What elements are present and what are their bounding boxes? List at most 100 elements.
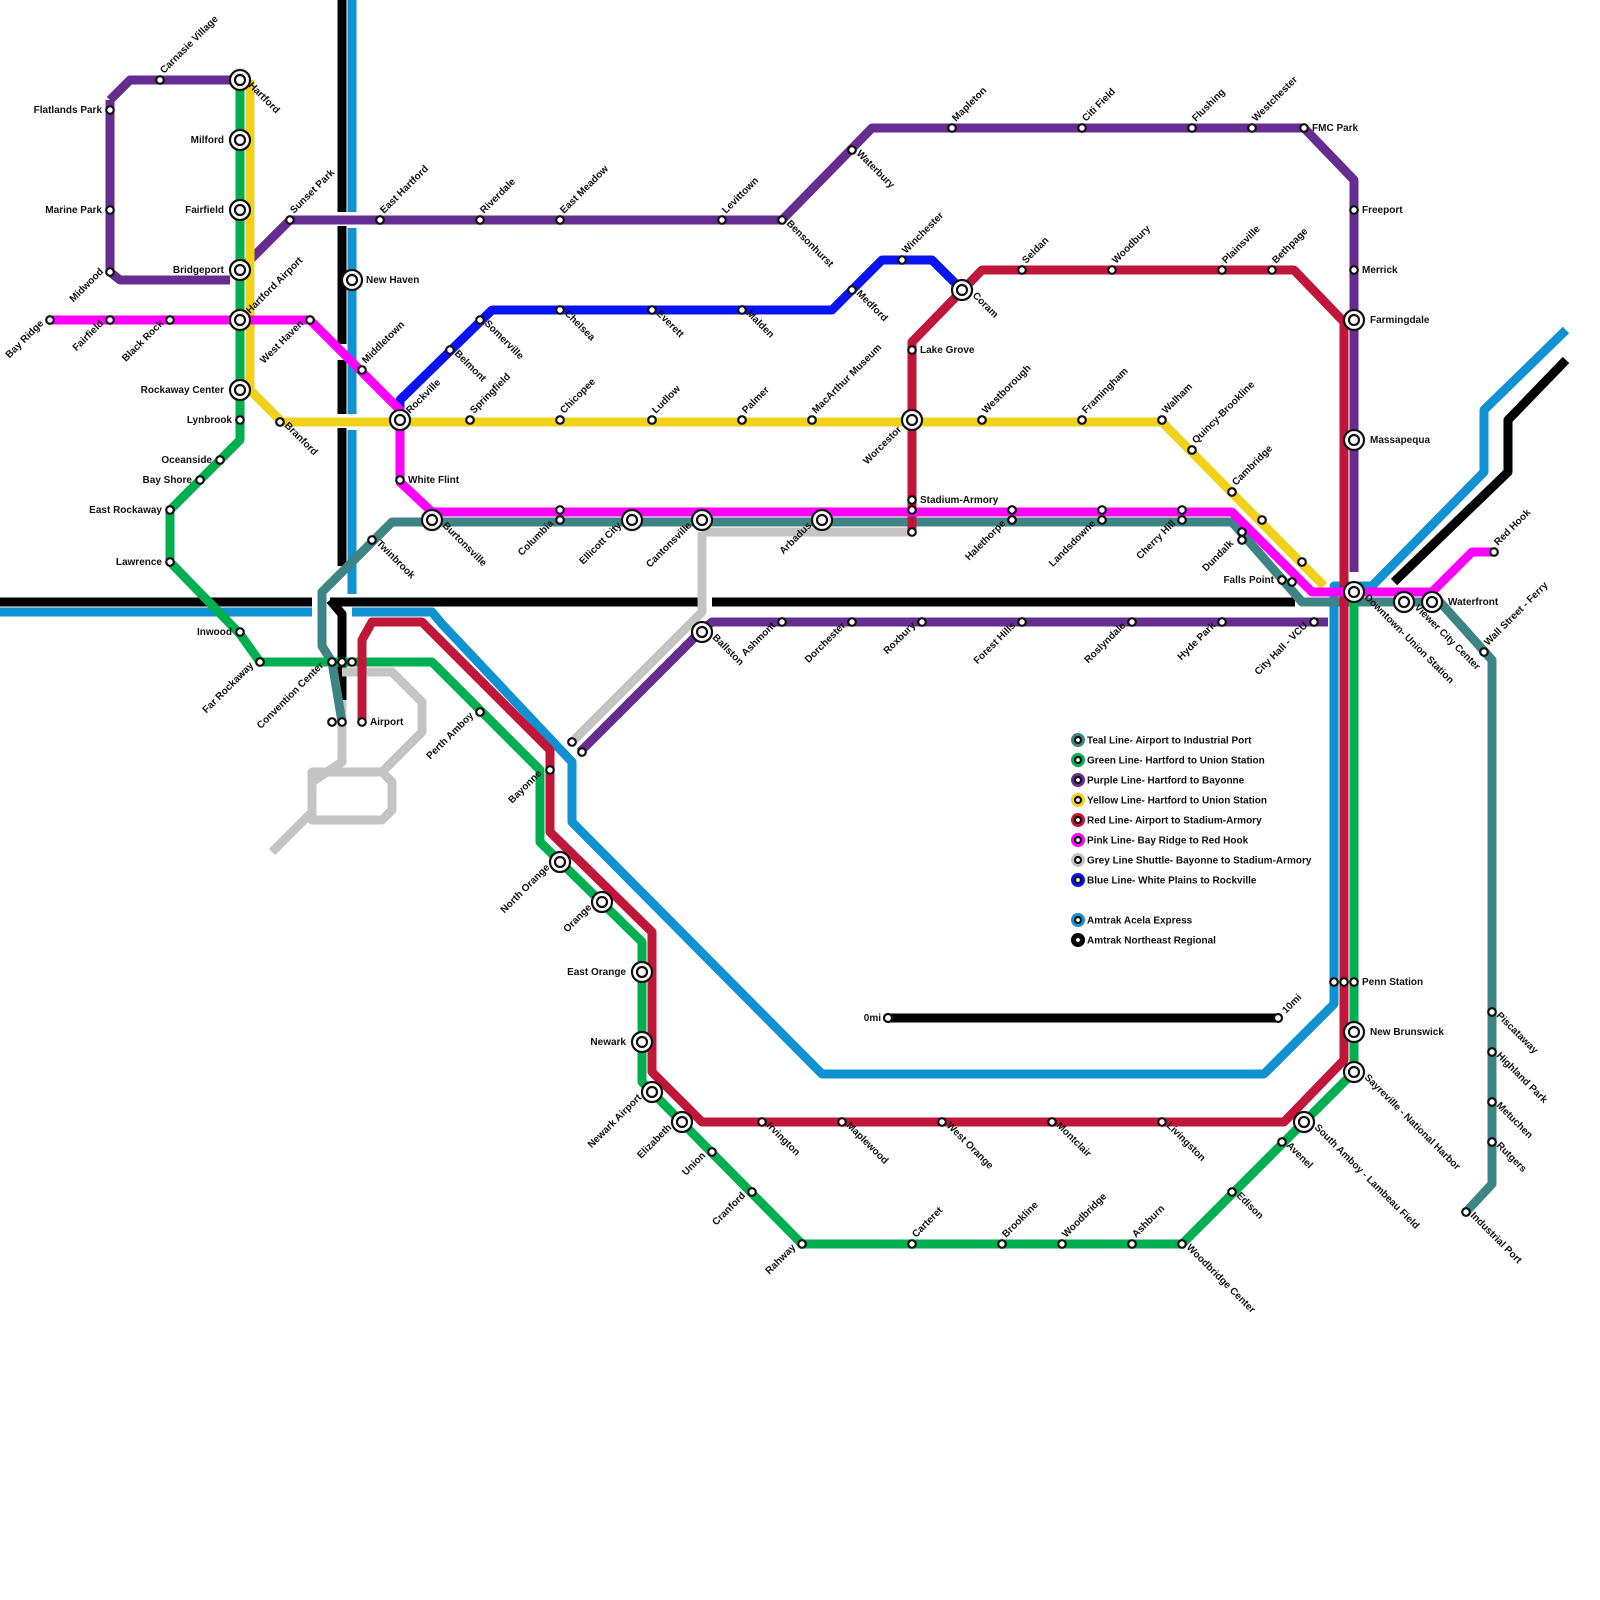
interchange-marker-center xyxy=(1349,587,1359,597)
station-label: Metuchen xyxy=(1494,1100,1535,1141)
grey-line-main xyxy=(572,532,702,742)
legend-label: Amtrak Acela Express xyxy=(1087,916,1193,927)
station-marker xyxy=(1178,516,1186,524)
station-marker xyxy=(166,506,174,514)
station-marker xyxy=(1488,1008,1496,1016)
station-marker xyxy=(276,418,284,426)
station-label: Woodbridge Center xyxy=(1184,1242,1257,1315)
station-marker xyxy=(908,496,916,504)
legend-swatch-center xyxy=(1075,837,1081,843)
station-marker xyxy=(1018,266,1026,274)
legend-swatch-center xyxy=(1075,917,1081,923)
station-marker xyxy=(1278,1138,1286,1146)
interchange-marker-center xyxy=(347,275,357,285)
station-label: Cranford xyxy=(710,1190,748,1228)
station-marker xyxy=(348,658,356,666)
station-marker xyxy=(166,558,174,566)
station-label: Belmont xyxy=(452,348,489,385)
station-label: Levittown xyxy=(720,175,761,216)
interchange-marker-center xyxy=(235,265,245,275)
station-marker xyxy=(1488,1098,1496,1106)
station-marker xyxy=(578,748,586,756)
station-marker xyxy=(1310,618,1318,626)
station-label: Plainsville xyxy=(1220,223,1263,266)
station-marker xyxy=(1258,516,1266,524)
station-label: East Orange xyxy=(567,967,626,978)
legend-label: Purple Line- Hartford to Bayonne xyxy=(1087,776,1245,787)
station-label: Westchester xyxy=(1250,74,1300,124)
station-marker xyxy=(738,416,746,424)
station-label: Newark Airport xyxy=(586,1092,645,1151)
station-marker xyxy=(1078,416,1086,424)
station-marker xyxy=(306,316,314,324)
station-marker xyxy=(546,766,554,774)
legend: Teal Line- Airport to Industrial PortGre… xyxy=(1071,733,1312,947)
station-label: Inwood xyxy=(197,627,232,638)
station-marker xyxy=(358,366,366,374)
station-marker xyxy=(338,658,346,666)
station-label: Wall Street - Ferry xyxy=(1482,580,1550,648)
station-marker xyxy=(236,416,244,424)
station-marker xyxy=(838,1118,846,1126)
station-marker xyxy=(738,306,746,314)
station-marker xyxy=(556,216,564,224)
station-marker xyxy=(556,416,564,424)
scale-bar: 0mi 10mi xyxy=(864,992,1305,1024)
interchange-marker-center xyxy=(555,857,565,867)
station-marker xyxy=(908,1240,916,1248)
station-label: Woodbury xyxy=(1110,223,1153,266)
station-marker xyxy=(1300,124,1308,132)
station-label: Bethpage xyxy=(1270,226,1310,266)
interchange-marker-center xyxy=(1427,597,1437,607)
station-marker xyxy=(1048,1118,1056,1126)
station-label: Brookline xyxy=(1000,1199,1041,1240)
station-marker xyxy=(236,628,244,636)
station-label: Industrial Port xyxy=(1468,1210,1524,1266)
station-marker xyxy=(476,216,484,224)
station-marker xyxy=(648,416,656,424)
station-label: Sunset Park xyxy=(288,167,337,216)
station-marker xyxy=(708,1148,716,1156)
station-label: Far Rockaway xyxy=(201,660,257,716)
station-label: Perth Amboy xyxy=(425,710,477,762)
station-label: Freeport xyxy=(1362,205,1403,216)
station-marker xyxy=(476,708,484,716)
station-label: Dundalk xyxy=(1200,538,1236,574)
station-label: Waterbury xyxy=(854,148,897,191)
station-label: East Hartford xyxy=(378,164,431,217)
station-label: Cantonsville xyxy=(644,520,694,570)
station-label: New Haven xyxy=(366,275,419,286)
station-marker xyxy=(338,718,346,726)
station-marker xyxy=(328,718,336,726)
station-marker xyxy=(568,738,576,746)
station-label: Rutgers xyxy=(1494,1140,1529,1175)
interchange-marker-center xyxy=(637,1037,647,1047)
station-label: Riverdale xyxy=(478,176,518,216)
station-label: Oceanside xyxy=(161,455,212,466)
station-label: Worcestor xyxy=(861,424,904,467)
legend-label: Grey Line Shuttle- Bayonne to Stadium-Ar… xyxy=(1087,856,1312,867)
station-label: Bensonhurst xyxy=(784,218,836,270)
station-marker xyxy=(106,106,114,114)
station-marker xyxy=(908,528,916,536)
station-marker xyxy=(46,316,54,324)
station-marker xyxy=(1462,1208,1470,1216)
station-label: Waterfront xyxy=(1448,597,1499,608)
interchange-marker-center xyxy=(627,515,637,525)
legend-swatch-center xyxy=(1075,857,1081,863)
station-marker xyxy=(848,146,856,154)
station-marker xyxy=(1178,506,1186,514)
station-marker xyxy=(1008,516,1016,524)
station-label: Elizabeth xyxy=(635,1122,674,1161)
station-label: Palmer xyxy=(740,385,771,416)
station-marker xyxy=(1188,124,1196,132)
station-label: Red Hook xyxy=(1492,507,1533,548)
station-marker xyxy=(1228,1188,1236,1196)
station-label: Orange xyxy=(562,902,595,935)
station-marker xyxy=(556,506,564,514)
station-label: New Brunswick xyxy=(1370,1027,1444,1038)
legend-swatch-center xyxy=(1075,817,1081,823)
station-marker xyxy=(1480,648,1488,656)
station-marker xyxy=(908,506,916,514)
